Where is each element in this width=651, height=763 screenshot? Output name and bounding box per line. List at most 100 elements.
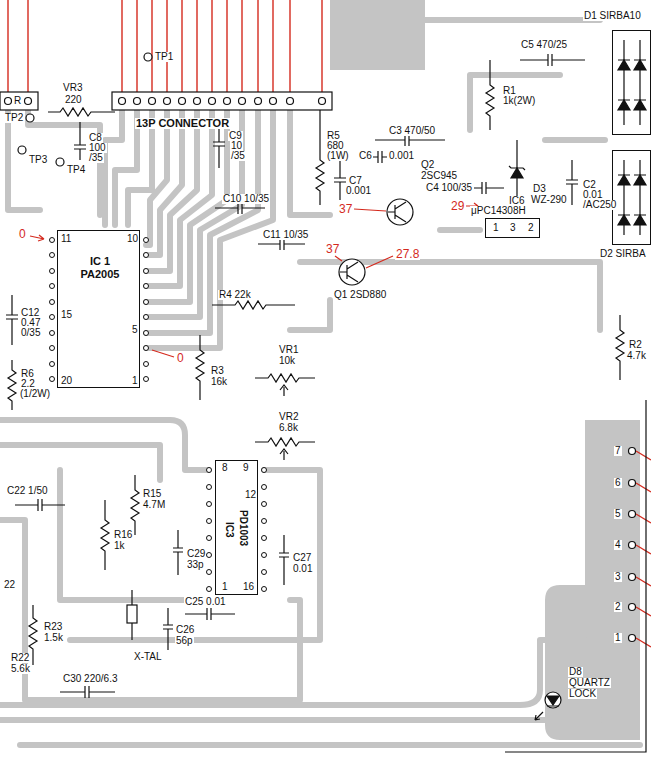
ic-pin <box>50 346 55 351</box>
wire <box>289 0 290 97</box>
component-label: 0.47 <box>20 318 41 328</box>
connector-symbol <box>287 98 294 105</box>
copper-trace <box>146 105 227 302</box>
pin-number: 3 <box>614 572 622 582</box>
copper-trace <box>425 17 600 23</box>
component-label: C4 100/35 <box>425 183 473 193</box>
ic-pin <box>50 300 55 305</box>
component-label: 220 <box>64 95 83 105</box>
part-name: D1 SIRBA10 <box>583 11 642 21</box>
diode-symbol <box>509 40 646 235</box>
ic-pin <box>144 253 149 258</box>
transistor-symbol <box>339 199 413 285</box>
wire <box>181 0 182 97</box>
connector-symbol <box>270 98 277 105</box>
connector-symbol <box>164 98 171 105</box>
pin-number: 2 <box>614 602 622 612</box>
capacitor-symbol <box>173 530 183 575</box>
connector-symbol <box>194 98 201 105</box>
diode-symbol <box>618 60 646 110</box>
component-label: 5.6k <box>10 664 31 674</box>
ic-pin <box>207 570 212 575</box>
pin-number: 20 <box>60 376 73 386</box>
component-label: R4 22k <box>218 290 252 300</box>
resistor-symbol <box>8 360 16 410</box>
ic-pin <box>262 553 267 558</box>
resistor-symbol <box>316 110 324 205</box>
component-label: 10 <box>230 141 243 151</box>
component-label: 4.7M <box>142 500 166 510</box>
copper-trace <box>0 445 160 480</box>
component-label: D8 <box>568 667 583 677</box>
ic-pin <box>207 468 212 473</box>
capacitor-symbol <box>15 499 65 511</box>
pin-number: 9 <box>242 463 250 473</box>
component-label: C5 470/25 <box>520 40 568 50</box>
component-label: C26 <box>175 625 195 635</box>
component-label: /35 <box>230 151 246 161</box>
resistor-symbol <box>255 374 315 382</box>
wire <box>321 0 322 97</box>
ic-pin <box>50 331 55 336</box>
board-outline <box>505 400 646 752</box>
component-label: R2 <box>628 340 643 350</box>
copper-trace <box>545 420 640 740</box>
ic-pin <box>144 284 149 289</box>
component-label: WZ-290 <box>530 195 568 205</box>
connector-symbol <box>5 98 12 105</box>
component-label: C12 <box>20 308 40 318</box>
capacitor-symbol <box>185 608 235 620</box>
capacitor-symbol <box>372 151 387 163</box>
voltage-reading: 29 <box>450 200 465 212</box>
component-label: C2 <box>582 180 597 190</box>
resistor-symbol <box>255 438 315 446</box>
pin-number: 12 <box>244 490 257 500</box>
voltage-reading: 37 <box>325 243 340 255</box>
component-label: R1 <box>502 86 517 96</box>
component-label: TP4 <box>66 165 86 175</box>
component-label: μPC14308H <box>470 206 527 216</box>
test-point <box>26 114 34 122</box>
component-label: 100 <box>88 143 107 153</box>
resistor-symbol <box>8 60 624 665</box>
wire <box>636 545 651 554</box>
component-label: 1.5k <box>43 633 64 643</box>
copper-trace <box>0 20 640 745</box>
component-label: R5 <box>326 131 341 141</box>
wire <box>636 483 651 492</box>
component-label: 0/35 <box>20 328 41 338</box>
terminal-pad <box>629 448 636 455</box>
connector-symbol <box>239 98 246 105</box>
ic-pin <box>50 269 55 274</box>
wire <box>241 0 242 97</box>
ic-pin <box>207 502 212 507</box>
terminal-pad <box>629 604 636 611</box>
component-label: 2SC945 <box>420 171 458 181</box>
diode-symbol <box>618 60 646 215</box>
pin-number: 5 <box>614 509 622 519</box>
component-label: R3 <box>210 366 225 376</box>
component-label: TP1 <box>154 52 174 62</box>
ic-pin <box>50 284 55 289</box>
ic-pin <box>50 362 55 367</box>
component-label: 680 <box>326 141 345 151</box>
component-label: 6.8k <box>278 423 299 433</box>
component-label: C27 <box>292 553 312 563</box>
connector-symbol <box>134 98 141 105</box>
transistor-symbol <box>388 202 406 222</box>
component-label: R23 <box>43 622 63 632</box>
voltage-reading: 27.8 <box>395 248 420 260</box>
wire <box>136 0 137 97</box>
ic-pin <box>207 553 212 558</box>
connector-symbol <box>255 98 262 105</box>
ic-pin <box>144 362 149 367</box>
copper-trace <box>470 75 560 130</box>
led-symbol <box>547 696 559 705</box>
wire <box>226 0 227 97</box>
terminal-pad <box>629 542 636 549</box>
resistor-symbol <box>280 449 288 460</box>
copper-trace <box>290 300 330 330</box>
capacitor-symbol <box>474 182 504 194</box>
ic-pin <box>144 331 149 336</box>
